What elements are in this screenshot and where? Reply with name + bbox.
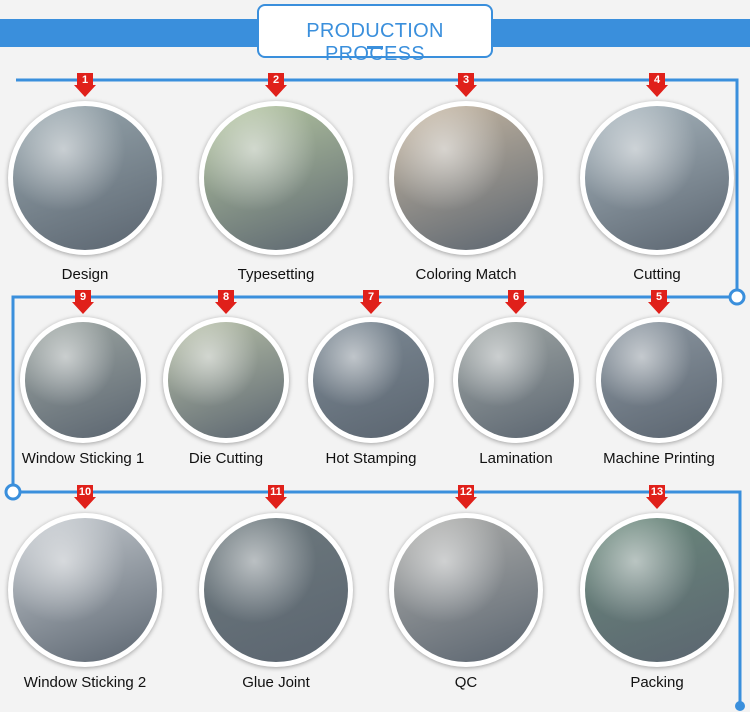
step-label: Coloring Match <box>415 266 517 283</box>
title-box: PRODUCTION PROCESS <box>257 4 493 65</box>
step-photo-circle <box>8 101 162 255</box>
step-number-marker: 2 <box>265 73 287 97</box>
flow-line-row3 <box>13 490 742 706</box>
step-number-marker: 11 <box>265 485 287 509</box>
step-label: Lamination <box>479 450 553 467</box>
step-photo <box>25 322 141 438</box>
step-number: 11 <box>270 486 282 498</box>
flow-node-end <box>735 701 745 711</box>
step-label: Hot Stamping <box>325 450 417 467</box>
step-label: Design <box>61 266 109 283</box>
step-number-marker: 13 <box>646 485 668 509</box>
step-photo-circle <box>389 101 543 255</box>
flow-node-left <box>4 483 22 501</box>
step-number-marker: 8 <box>215 290 237 314</box>
step-number-marker: 4 <box>646 73 668 97</box>
step-photo <box>204 518 348 662</box>
step-number-marker: 10 <box>74 485 96 509</box>
step-number: 3 <box>462 74 470 86</box>
step-photo <box>13 518 157 662</box>
flow-line-row2 <box>11 295 737 492</box>
step-photo-circle <box>580 513 734 667</box>
step-label: Packing <box>630 674 684 691</box>
step-photo-circle <box>199 513 353 667</box>
step-photo <box>601 322 717 438</box>
step-photo <box>585 106 729 250</box>
step-photo <box>585 518 729 662</box>
step-number: 7 <box>367 291 375 303</box>
step-number: 2 <box>272 74 280 86</box>
step-photo-circle <box>580 101 734 255</box>
step-photo <box>458 322 574 438</box>
step-number-marker: 1 <box>74 73 96 97</box>
step-number: 10 <box>78 486 92 498</box>
step-photo <box>394 518 538 662</box>
step-photo-circle <box>389 513 543 667</box>
step-number: 13 <box>650 486 664 498</box>
step-label: Window Sticking 2 <box>23 674 147 691</box>
step-photo-circle <box>8 513 162 667</box>
step-photo <box>204 106 348 250</box>
page-title: PRODUCTION PROCESS <box>306 20 444 65</box>
step-label: Die Cutting <box>188 450 264 467</box>
step-photo <box>313 322 429 438</box>
flow-line-row1 <box>16 78 739 297</box>
flow-node-right <box>728 288 746 306</box>
step-label: Machine Printing <box>603 450 715 467</box>
step-number-marker: 6 <box>505 290 527 314</box>
step-number: 1 <box>81 74 89 86</box>
step-photo-circle <box>20 317 146 443</box>
step-number: 5 <box>655 291 663 303</box>
step-photo <box>13 106 157 250</box>
step-number-marker: 7 <box>360 290 382 314</box>
step-photo-circle <box>163 317 289 443</box>
title-underline <box>367 46 383 49</box>
step-photo <box>394 106 538 250</box>
step-photo-circle <box>453 317 579 443</box>
step-label: QC <box>454 674 478 691</box>
step-label: Cutting <box>633 266 681 283</box>
step-number: 4 <box>653 74 661 86</box>
step-label: Typesetting <box>237 266 315 283</box>
step-number-marker: 3 <box>455 73 477 97</box>
step-label: Window Sticking 1 <box>21 450 145 467</box>
step-label: Glue Joint <box>242 674 310 691</box>
step-photo <box>168 322 284 438</box>
step-number-marker: 5 <box>648 290 670 314</box>
step-number: 12 <box>459 486 473 498</box>
step-photo-circle <box>199 101 353 255</box>
step-photo-circle <box>308 317 434 443</box>
step-number-marker: 12 <box>455 485 477 509</box>
step-number-marker: 9 <box>72 290 94 314</box>
step-number: 9 <box>79 291 87 303</box>
step-number: 8 <box>222 291 230 303</box>
step-number: 6 <box>512 291 520 303</box>
step-photo-circle <box>596 317 722 443</box>
